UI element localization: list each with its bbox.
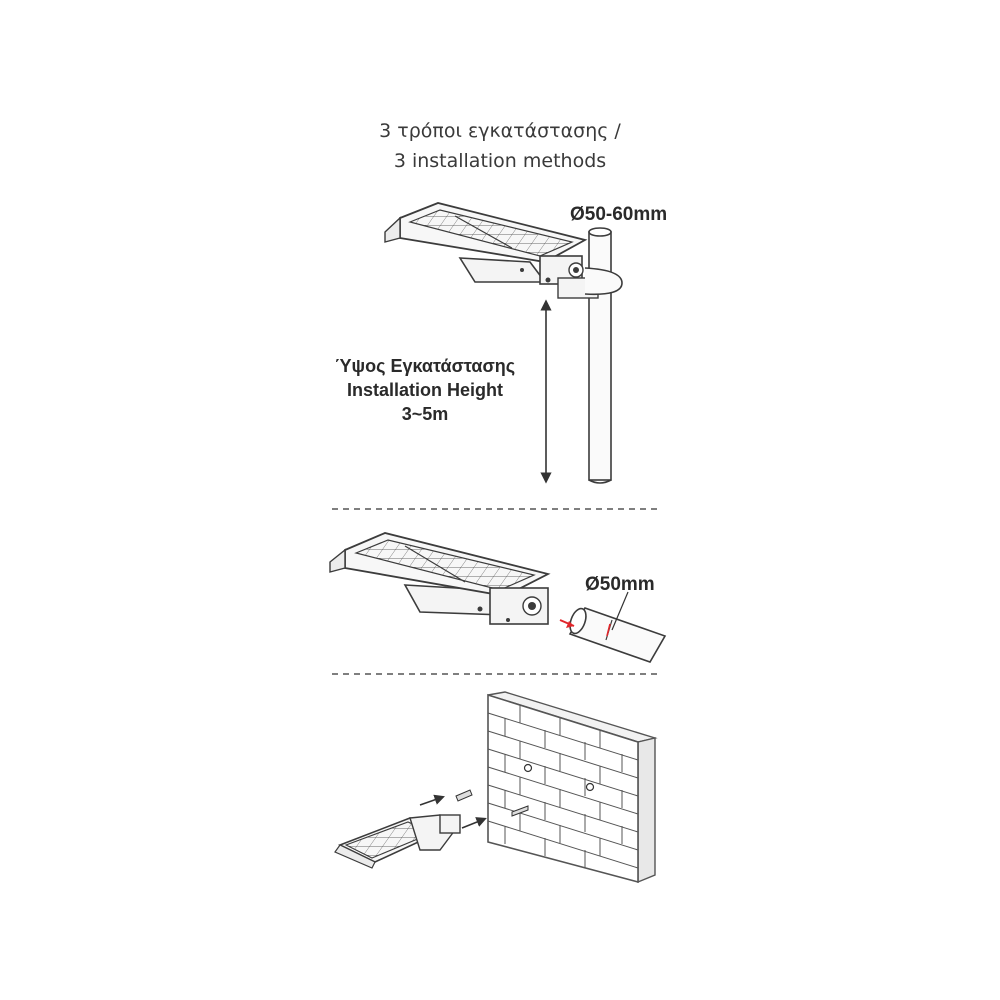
red-arrow-diameter <box>606 623 611 637</box>
pole-clamp <box>584 267 623 296</box>
wall-anchor <box>511 805 529 817</box>
pole-diameter-label: Ø50-60mm <box>570 204 668 225</box>
lamp-fixture-2 <box>329 532 551 625</box>
caption-greek: 3 τρόποι εγκατάστασης / <box>379 120 621 142</box>
method-2-pipe-mount <box>329 532 667 663</box>
arrow-lamp <box>461 817 487 829</box>
screw <box>455 789 473 802</box>
brick-wall <box>487 691 658 884</box>
installation-height-label: Ύψος Εγκατάστασης Installation Height 3~… <box>310 354 540 426</box>
height-label-greek: Ύψος Εγκατάστασης <box>334 356 516 376</box>
solar-panel-2 <box>354 539 536 591</box>
wall-bracket <box>439 814 461 834</box>
diameter-leader <box>611 591 629 631</box>
wall-hole-1 <box>523 763 533 773</box>
pipe <box>568 607 667 663</box>
arrow-screw <box>419 794 445 806</box>
caption-english: 3 installation methods <box>393 150 607 172</box>
height-label-english: Installation Height <box>346 380 503 400</box>
lamp-fixture-3 <box>334 814 461 869</box>
wall-hole-2 <box>585 782 595 792</box>
height-value: 3~5m <box>401 404 449 424</box>
pole <box>588 227 612 484</box>
method-3-wall-mount <box>334 691 658 884</box>
pipe-diameter-label: Ø50mm <box>585 574 655 595</box>
solar-panel-1 <box>408 209 574 257</box>
diagram-caption: 3 τρόποι εγκατάστασης / 3 installation m… <box>300 116 700 176</box>
lamp-fixture-1 <box>384 202 623 299</box>
method-1-pole-mount <box>384 202 623 484</box>
